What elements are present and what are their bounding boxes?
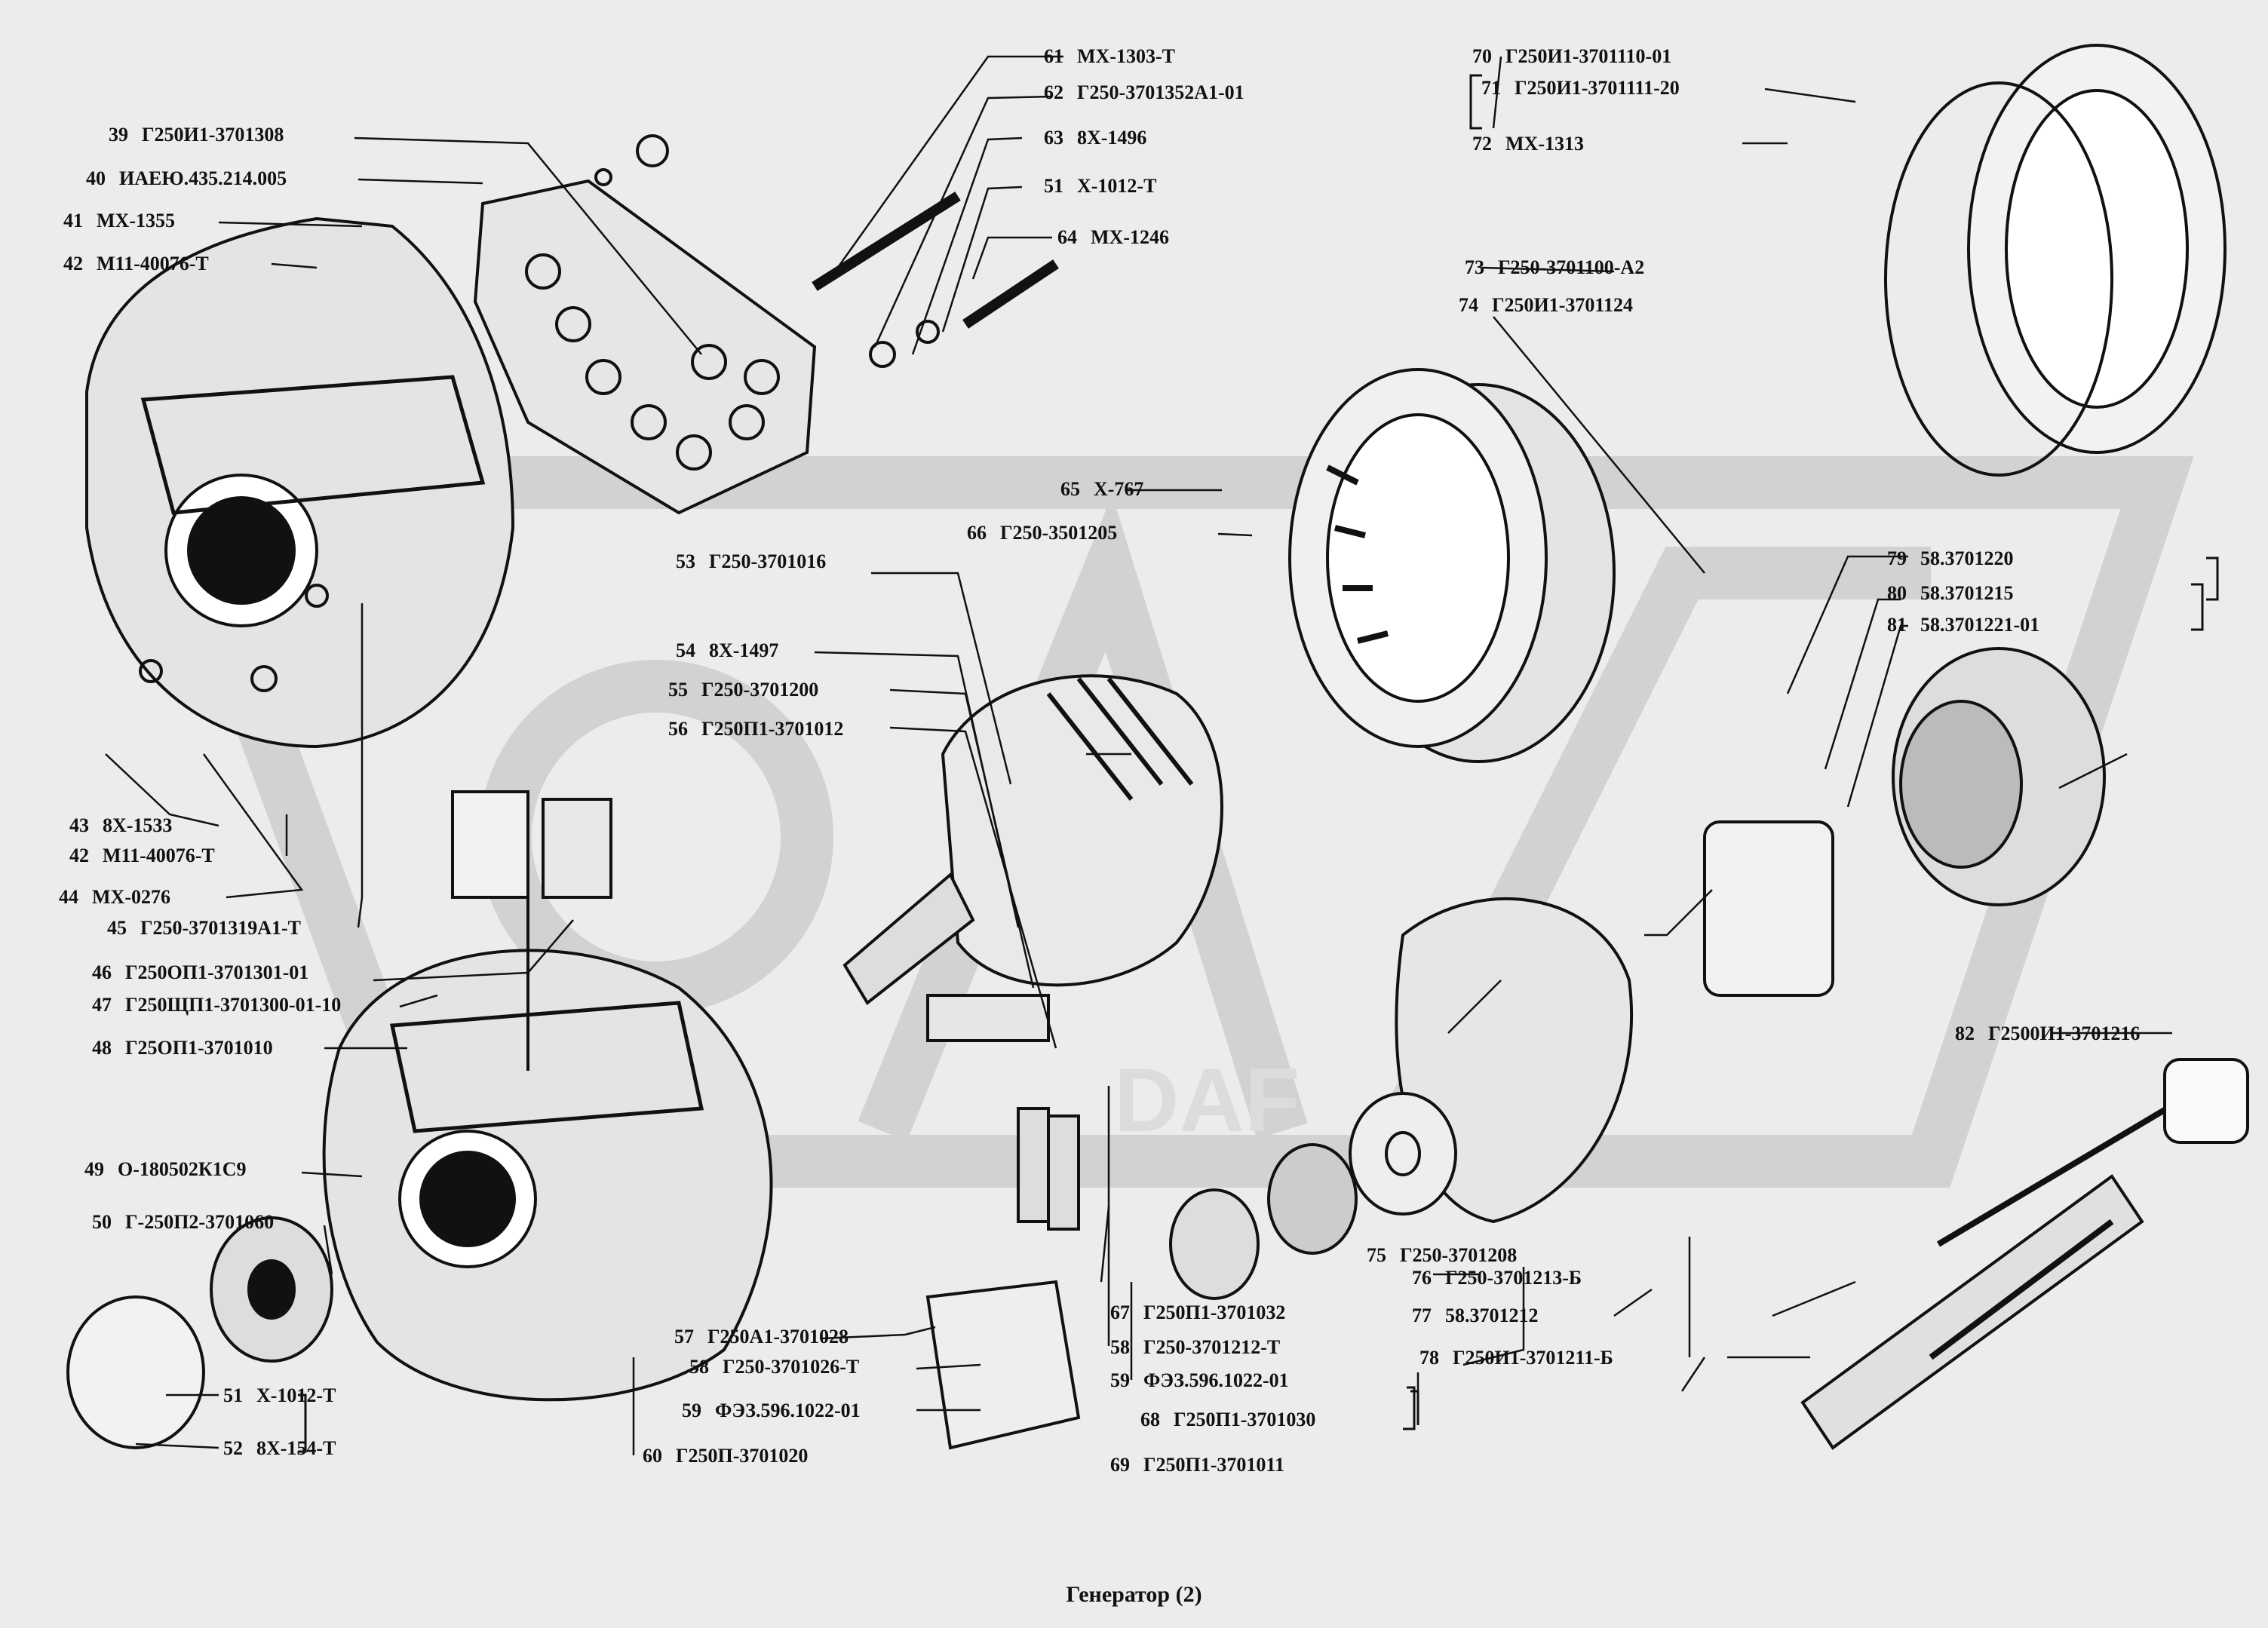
figure-caption: Генератор (2) [1066, 1582, 1202, 1607]
front-housing [322, 949, 773, 1402]
brush-holder [451, 790, 1081, 1450]
rotor-shaft [1800, 1058, 2249, 1450]
leader-lines [105, 55, 2172, 1455]
watermark-text: DAF [1114, 1050, 1300, 1151]
rectifier-plate [473, 179, 817, 515]
bolts [594, 134, 1059, 368]
stator [1288, 368, 1616, 763]
rotor [842, 674, 1223, 1005]
winding-rings [1884, 44, 2227, 477]
claw-pole [1395, 647, 2106, 1224]
rear-housing [85, 216, 515, 749]
bearings [66, 1092, 1457, 1449]
brackets [298, 74, 2219, 1453]
